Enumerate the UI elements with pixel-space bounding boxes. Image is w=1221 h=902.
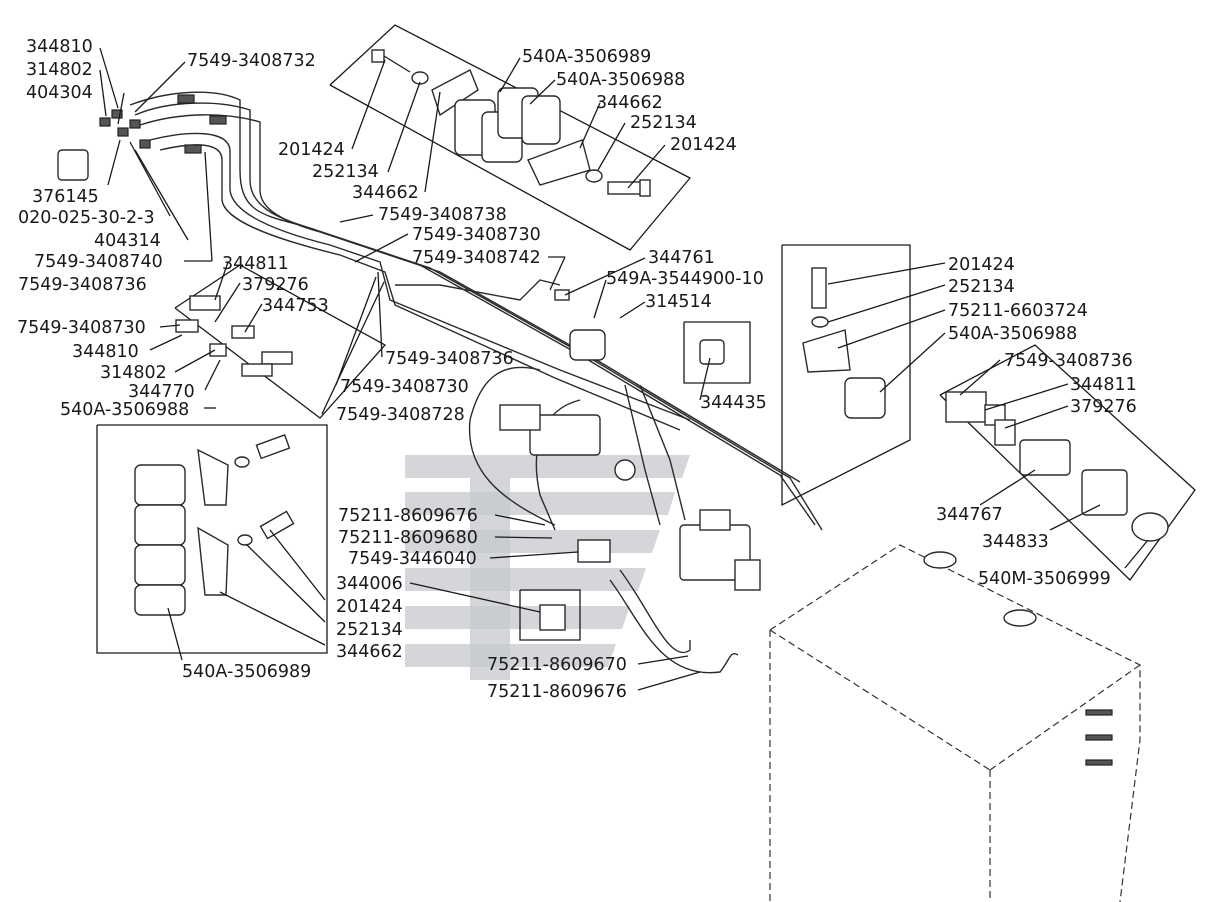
label-7549-3408736-a: 7549-3408736: [18, 275, 147, 295]
label-201424-d: 201424: [336, 597, 403, 617]
label-344810-b: 344810: [72, 342, 139, 362]
label-344435: 344435: [700, 393, 767, 413]
part-labels: 344810 314802 404304 7549-3408732 540A-3…: [17, 37, 1137, 702]
label-344770: 344770: [128, 382, 195, 402]
label-7549-3408730-a: 7549-3408730: [412, 225, 541, 245]
label-7549-3408732: 7549-3408732: [187, 51, 316, 71]
label-379276-b: 379276: [1070, 397, 1137, 417]
label-252134-a: 252134: [630, 113, 697, 133]
label-344811-b: 344811: [1070, 375, 1137, 395]
label-404304: 404304: [26, 83, 93, 103]
label-344810-a: 344810: [26, 37, 93, 57]
label-201424-b: 201424: [278, 140, 345, 160]
panel-outlines: [96, 24, 1196, 654]
label-252134-c: 252134: [948, 277, 1015, 297]
label-549A-3544900-10: 549A-3544900-10: [606, 269, 764, 289]
label-252134-d: 252134: [336, 620, 403, 640]
label-540A-3506988-b: 540A-3506988: [60, 400, 189, 420]
watermark-logo: [405, 455, 690, 680]
label-344662-a: 344662: [596, 93, 663, 113]
label-7549-3408730-b: 7549-3408730: [17, 318, 146, 338]
label-75211-8609676-a: 75211-8609676: [338, 506, 478, 526]
label-252134-b: 252134: [312, 162, 379, 182]
label-7549-3408740: 7549-3408740: [34, 252, 163, 272]
label-344833: 344833: [982, 532, 1049, 552]
label-540A-3506988-c: 540A-3506988: [948, 324, 1077, 344]
label-201424-a: 201424: [670, 135, 737, 155]
leader-lines: [99, 47, 1149, 691]
label-75211-8609676-b: 75211-8609676: [487, 682, 627, 702]
label-540M-3506999: 540M-3506999: [978, 569, 1111, 589]
label-7549-3408736-c: 7549-3408736: [1004, 351, 1133, 371]
valve-assembly: [499, 289, 761, 631]
label-75211-8609680: 75211-8609680: [338, 528, 478, 548]
label-7549-3446040: 7549-3446040: [348, 549, 477, 569]
label-344662-b: 344662: [352, 183, 419, 203]
label-344767: 344767: [936, 505, 1003, 525]
fittings-topleft: [57, 94, 227, 181]
label-344662-c: 344662: [336, 642, 403, 662]
label-7549-3408736-b: 7549-3408736: [385, 349, 514, 369]
clamp-group-top: [371, 49, 651, 197]
label-7549-3408738: 7549-3408738: [378, 205, 507, 225]
label-344753: 344753: [262, 296, 329, 316]
label-540A-3506989-a: 540A-3506989: [522, 47, 651, 67]
hydraulic-tank: [769, 544, 1141, 902]
label-540A-3506989-b: 540A-3506989: [182, 662, 311, 682]
label-201424-c: 201424: [948, 255, 1015, 275]
label-7549-3408730-c: 7549-3408730: [340, 377, 469, 397]
clamp-group-left: [134, 434, 295, 616]
label-376145: 376145: [32, 187, 99, 207]
label-344811-a: 344811: [222, 254, 289, 274]
fittings-right: [945, 391, 1169, 542]
label-344006: 344006: [336, 574, 403, 594]
label-75211-8609670: 75211-8609670: [487, 655, 627, 675]
label-314514: 314514: [645, 292, 712, 312]
label-314802-b: 314802: [100, 363, 167, 383]
label-379276-a: 379276: [242, 275, 309, 295]
label-314802-a: 314802: [26, 60, 93, 80]
label-7549-3408728: 7549-3408728: [336, 405, 465, 425]
label-540A-3506988-a: 540A-3506988: [556, 70, 685, 90]
label-020-025-30-2-3: 020-025-30-2-3: [18, 208, 155, 228]
label-344761: 344761: [648, 248, 715, 268]
label-75211-6603724: 75211-6603724: [948, 301, 1088, 321]
label-404314: 404314: [94, 231, 161, 251]
label-7549-3408742: 7549-3408742: [412, 248, 541, 268]
clamp-group-right: [802, 267, 886, 419]
